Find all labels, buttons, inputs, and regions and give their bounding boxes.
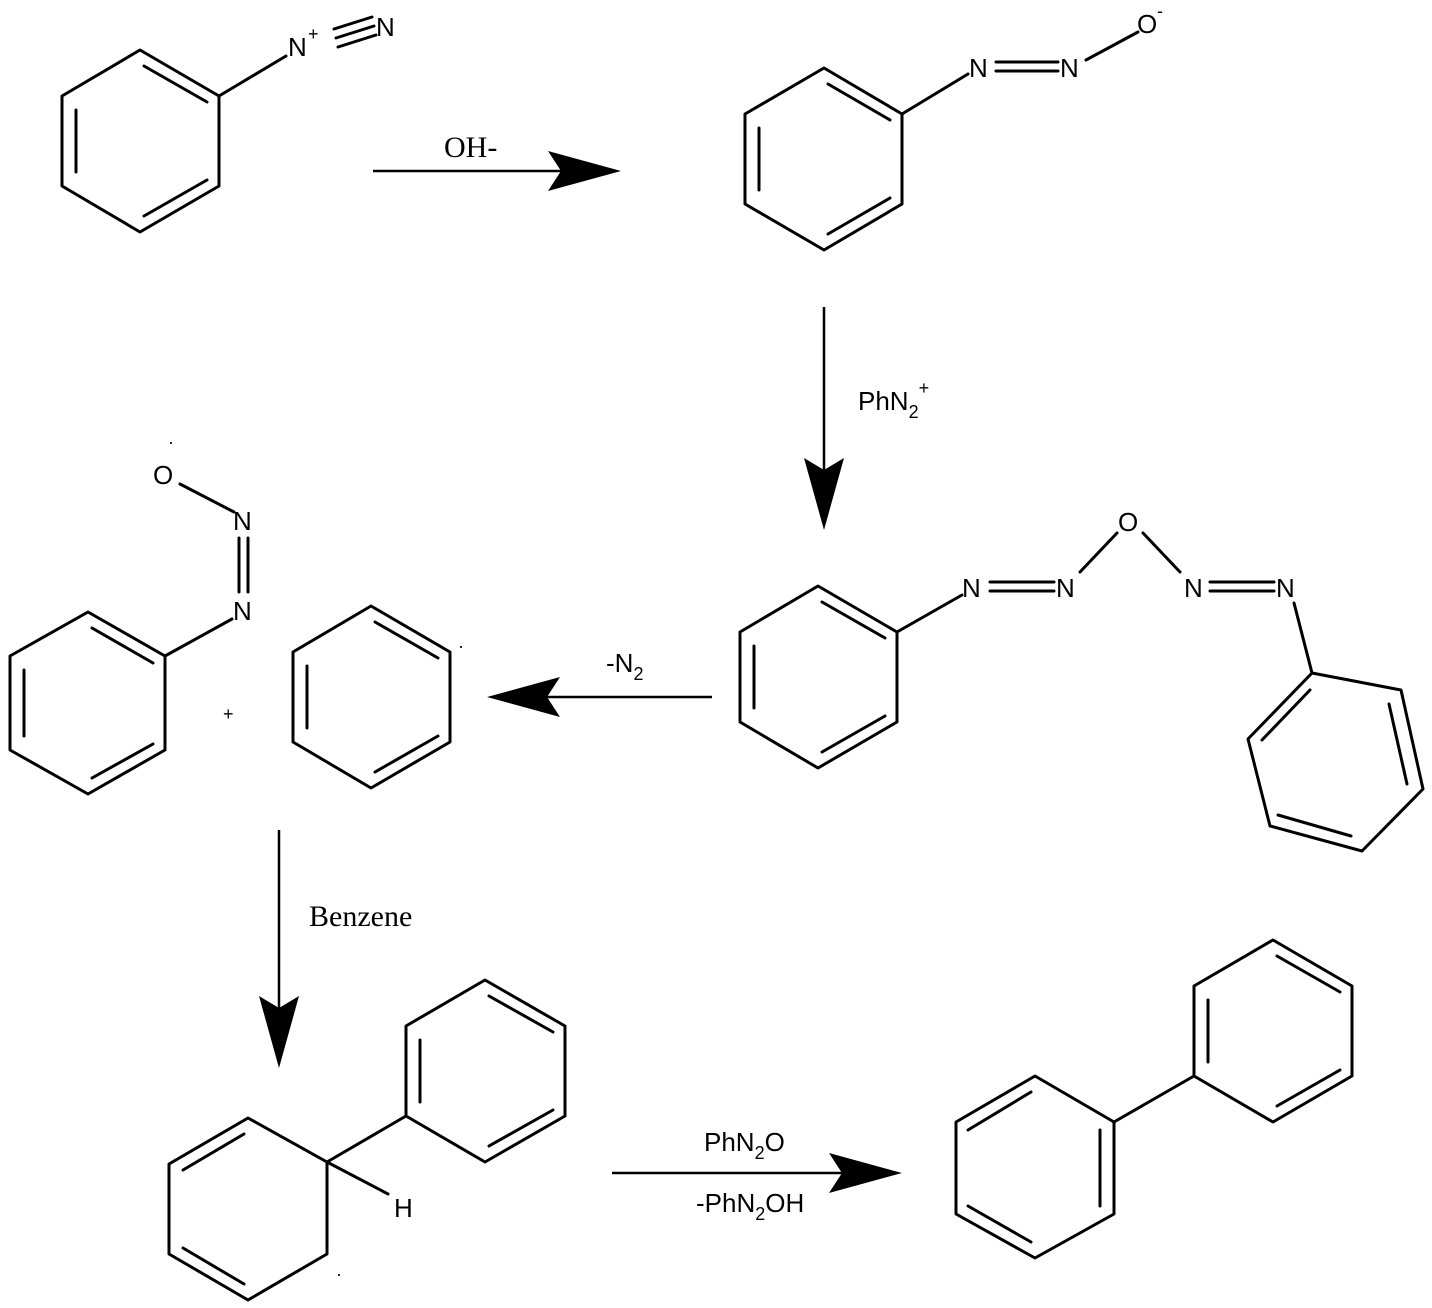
benzene-ring-right [1246, 671, 1425, 853]
arrow-step-5: PhN2O -PhN2OH [612, 1127, 902, 1224]
ring-double-bond [820, 600, 887, 640]
arrow-step-1: OH- [373, 131, 621, 191]
atom-n: N [962, 573, 981, 603]
atom-o: O [1118, 507, 1138, 537]
atom-h: H [394, 1193, 413, 1223]
atom-n: N [969, 53, 988, 83]
ring-double-bond [181, 1132, 246, 1172]
benzene-ring-top [1192, 938, 1354, 1124]
arrow-step-4: Benzene [259, 830, 412, 1068]
molecule-diazoanhydride: N N O N N [738, 507, 1425, 853]
c-n-bond [895, 593, 964, 634]
ring-double-bond [373, 620, 440, 660]
atom-n: N [1184, 573, 1203, 603]
ring-double-bond [966, 1204, 1033, 1244]
reagent-hydroxide: OH- [444, 131, 497, 164]
triple-bond-line [334, 24, 376, 40]
ring-double-bond [966, 1090, 1033, 1132]
biaryl-bond [1112, 1074, 1196, 1124]
reagent-phn2-plus: PhN2+ [858, 378, 929, 422]
benzene-ring [60, 48, 221, 234]
atom-n: N [1056, 573, 1075, 603]
molecule-phenyl-radical: · [291, 604, 464, 790]
ring-double-bond [487, 994, 555, 1034]
molecule-benzenediazonium: N + N [60, 12, 395, 234]
n-c-bond [1292, 601, 1314, 675]
benzene-ring [291, 604, 452, 790]
atom-n: N [376, 12, 395, 42]
molecule-diazotate: N N O - [743, 1, 1163, 252]
charge-minus: - [1157, 1, 1163, 21]
reagent-loss-of-n2: -N2 [606, 648, 643, 684]
benzene-ring-bottom [954, 1074, 1116, 1260]
atom-o: O [1137, 9, 1157, 39]
ring-double-bond [90, 626, 155, 665]
benzene-ring [404, 978, 567, 1164]
radical-dot: · [336, 1264, 342, 1284]
ring-double-bond [826, 82, 892, 122]
radical-dot: · [458, 636, 464, 656]
atom-n: N [1060, 53, 1079, 83]
atom-n-plus: N [288, 32, 307, 62]
n-o-bond [178, 482, 236, 514]
c-c-bond [325, 1114, 408, 1164]
c-h-bond [325, 1160, 390, 1196]
triple-bond-line [336, 33, 378, 49]
ring-double-bond [1276, 813, 1353, 838]
benzene-ring-left [738, 584, 899, 770]
ring-double-bond [487, 1108, 555, 1148]
n-o-bond [1084, 30, 1140, 62]
molecule-cyclohexadienyl-radical: H · [167, 978, 567, 1302]
atom-n: N [233, 506, 252, 536]
reagent-minus-phn2oh: -PhN2OH [696, 1188, 804, 1224]
ring-double-bond [1275, 954, 1342, 994]
charge-plus: + [308, 24, 319, 44]
triple-bond-line [332, 15, 374, 31]
ring-double-bond [826, 196, 892, 236]
molecule-biphenyl [954, 938, 1354, 1260]
c-n-bond [163, 617, 234, 658]
ring-double-bond [1275, 1068, 1342, 1108]
ring-double-bond [181, 1246, 246, 1286]
benzene-ring [743, 66, 904, 252]
reagent-benzene: Benzene [309, 900, 412, 933]
ring-double-bond [1387, 702, 1409, 786]
radical-dot: · [168, 432, 174, 452]
ring-double-bond [90, 742, 155, 780]
ring-double-bond [142, 64, 209, 104]
reagent-phn2o: PhN2O [704, 1127, 785, 1163]
ring-double-bond [820, 714, 887, 754]
arrow-step-3: -N2 [487, 648, 712, 717]
ring-double-bond [1260, 688, 1312, 742]
molecule-diazoxyl-radical: N N O · [8, 432, 252, 796]
arrow-step-2: PhN2+ [804, 307, 929, 530]
ring-double-bond [142, 178, 209, 218]
atom-o: O [153, 460, 173, 490]
cyclohexadiene-ring [167, 1116, 329, 1302]
ring-double-bond [373, 734, 440, 774]
plus-sign: + [223, 704, 234, 724]
atom-n: N [233, 596, 252, 626]
c-n-bond [217, 54, 288, 98]
benzene-ring [8, 610, 167, 796]
atom-n: N [1276, 573, 1295, 603]
o-n-bond [1141, 531, 1182, 574]
c-n-bond [900, 72, 970, 116]
n-o-bond [1078, 531, 1119, 574]
